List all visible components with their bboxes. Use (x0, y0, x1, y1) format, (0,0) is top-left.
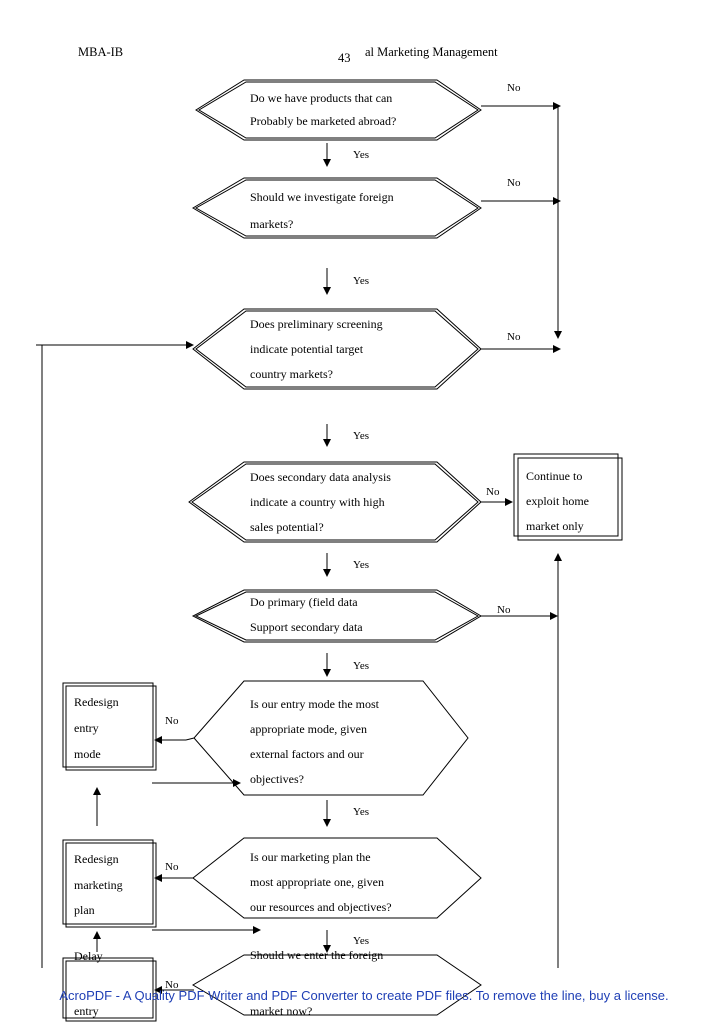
yes-label-5: Yes (353, 660, 370, 672)
header-left: MBA-IB (78, 45, 124, 59)
redesign-entry-box-shape (62, 682, 157, 771)
yes-label-6: Yes (353, 806, 370, 818)
decision-4-shape (188, 461, 482, 543)
continue-box-shape (513, 453, 623, 541)
decision-8-shape (192, 954, 482, 1016)
no-label-4: No (486, 486, 500, 498)
yes-label-1: Yes (353, 149, 370, 161)
no-label-6: No (165, 715, 179, 727)
no-label-1: No (507, 82, 521, 94)
yes-label-4: Yes (353, 559, 370, 571)
redesign-plan-box-shape (62, 839, 157, 928)
acropdf-footer-notice: AcroPDF - A Quality PDF Writer and PDF C… (59, 988, 669, 1003)
no-label-2: No (507, 177, 521, 189)
no-label-3: No (507, 331, 521, 343)
no-label-7: No (165, 861, 179, 873)
decision-3-shape (192, 308, 482, 390)
page-number: 43 (338, 51, 351, 65)
decision-2-shape (192, 177, 482, 239)
yes-label-3: Yes (353, 430, 370, 442)
yes-label-7: Yes (353, 935, 370, 947)
header-right: al Marketing Management (365, 45, 498, 59)
no-label-5: No (497, 604, 511, 616)
yes-label-2: Yes (353, 275, 370, 287)
decision-1-shape (195, 79, 482, 141)
decision-5-shape (191, 589, 482, 643)
no-label-8: No (165, 979, 179, 991)
